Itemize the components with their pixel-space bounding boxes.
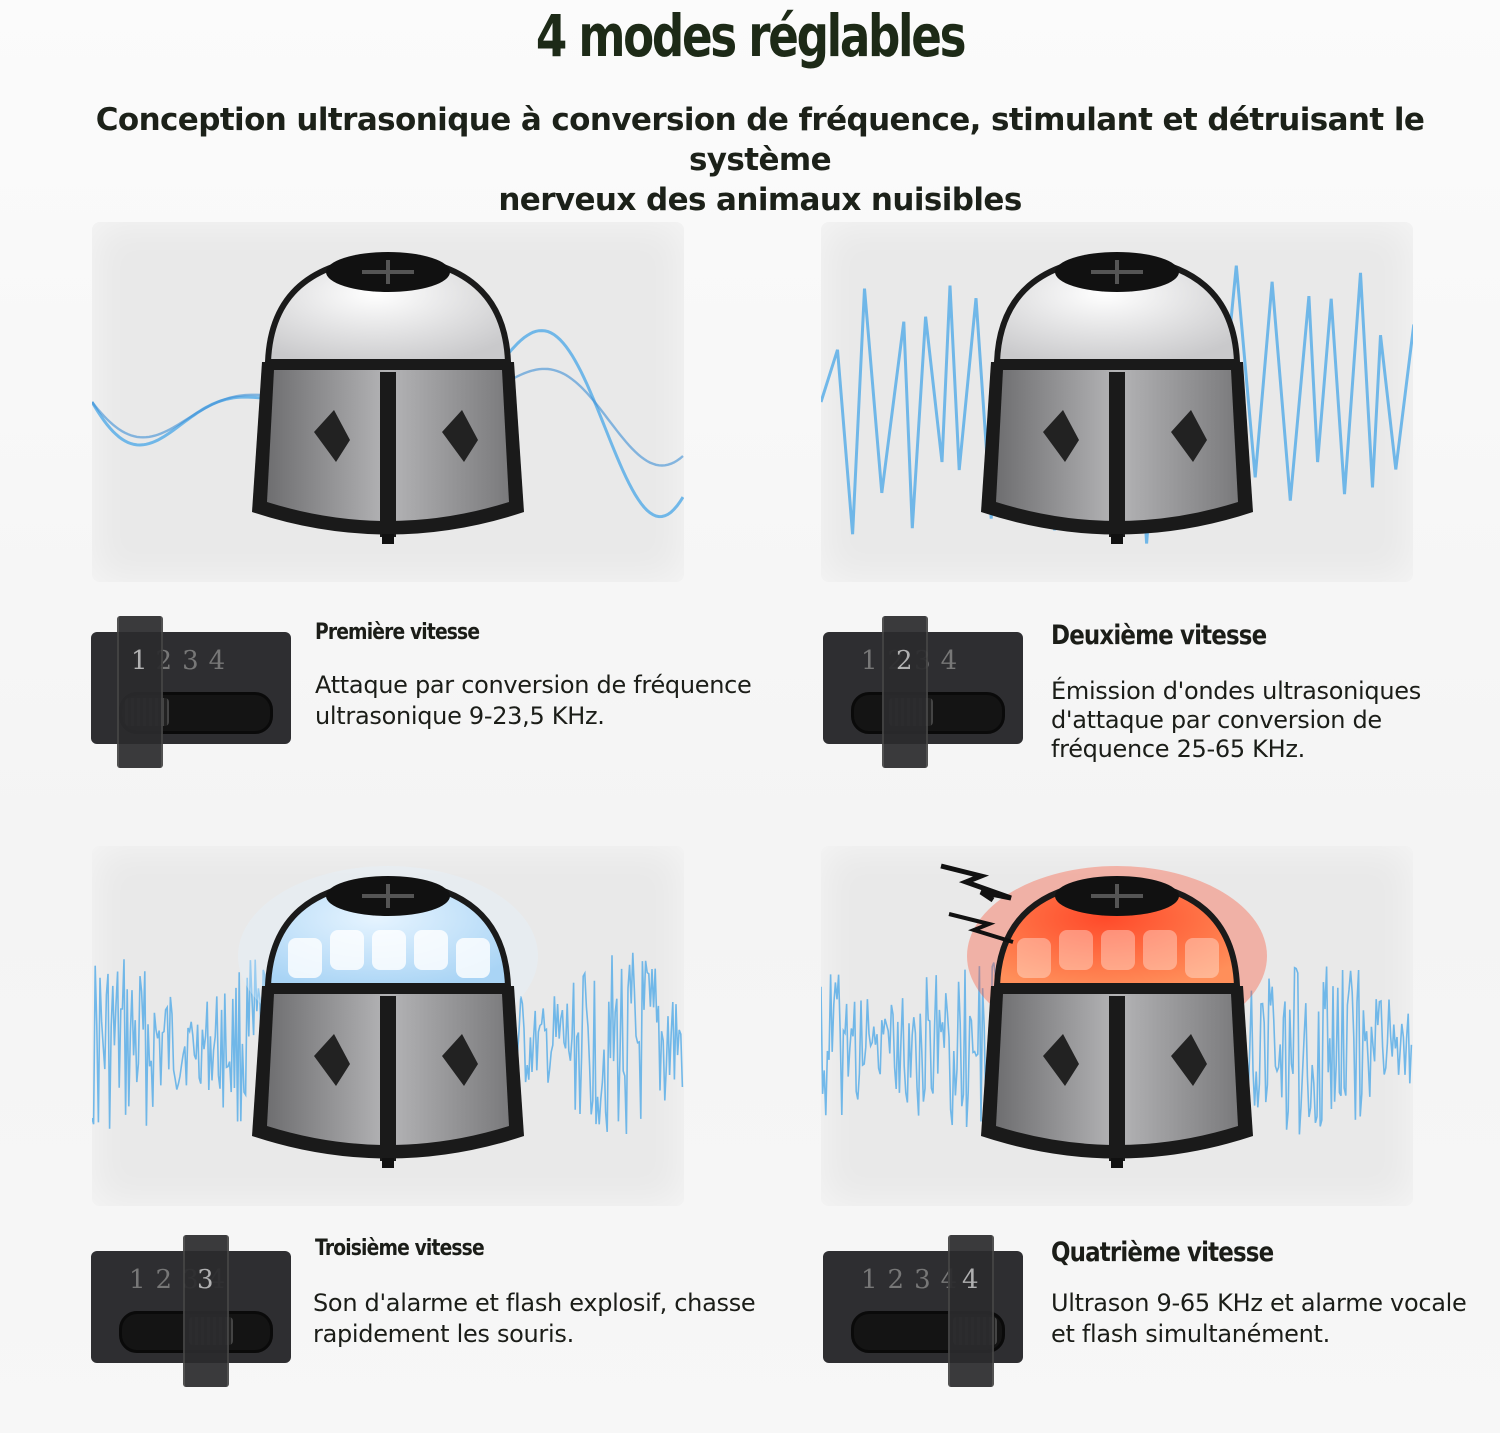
- mode-1-title: Première vitesse: [315, 620, 480, 645]
- mode-3-title: Troisième vitesse: [315, 1236, 485, 1261]
- mode-3-image: [92, 846, 684, 1206]
- mode-2-title: Deuxième vitesse: [1051, 620, 1267, 651]
- page-subtitle: Conception ultrasonique à conversion de …: [30, 100, 1490, 220]
- mode-1-illustration: [92, 252, 684, 544]
- page-title: 4 modes réglables: [535, 2, 967, 70]
- mode-4-description: Ultrason 9-65 KHz et alarme vocale et fl…: [1051, 1289, 1467, 1348]
- selected-position-number: 2: [896, 646, 913, 676]
- selected-position-number: 1: [131, 646, 148, 676]
- mode-3-description: Son d'alarme et flash explosif, chasse r…: [313, 1289, 756, 1348]
- selected-position-number: 4: [962, 1265, 979, 1295]
- repeller-device-icon: [252, 252, 524, 544]
- mode-3-illustration: [92, 866, 684, 1168]
- selected-position-highlight: 2: [882, 616, 928, 768]
- alarm-bolt-icon: [940, 863, 1014, 944]
- repeller-device-icon: [238, 866, 538, 1168]
- repeller-device-icon: [967, 866, 1267, 1168]
- subtitle-line-2: nerveux des animaux nuisibles: [498, 182, 1022, 218]
- subtitle-line-1: Conception ultrasonique à conversion de …: [95, 102, 1425, 178]
- switch-position-numbers: 1234: [861, 1265, 968, 1295]
- selected-position-highlight: 4: [948, 1235, 994, 1387]
- mode-2-illustration: [821, 252, 1413, 544]
- mode-2-description: Émission d'ondes ultrasoniques d'attaque…: [1051, 677, 1421, 763]
- selected-position-highlight: 1: [117, 616, 163, 768]
- mode-4-image: [821, 846, 1413, 1206]
- selected-position-number: 3: [197, 1265, 214, 1295]
- repeller-device-icon: [981, 252, 1253, 544]
- mode-2-image: [821, 222, 1413, 582]
- mode-4-title: Quatrième vitesse: [1051, 1237, 1274, 1268]
- selected-position-highlight: 3: [183, 1235, 229, 1387]
- mode-1-description: Attaque par conversion de fréquence ultr…: [315, 671, 752, 730]
- mode-3-switch: 12343: [91, 1235, 291, 1387]
- mode-4-illustration: [821, 863, 1413, 1168]
- mode-2-switch: 12342: [823, 616, 1023, 768]
- mode-1-image: [92, 222, 684, 582]
